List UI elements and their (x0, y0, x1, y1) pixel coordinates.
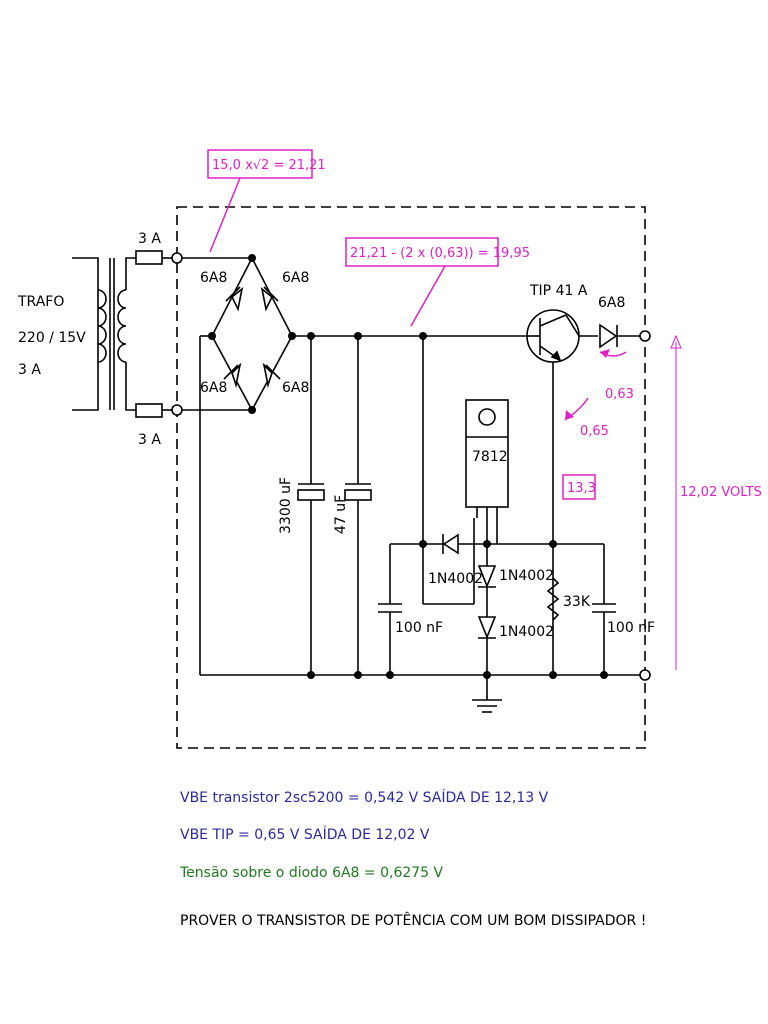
bridge-label-br: 6A8 (282, 380, 309, 396)
drop-065: 0,65 (580, 424, 609, 439)
bridge-rectifier (211, 257, 293, 411)
transistor-tip41a (526, 309, 580, 363)
regulator-label: 7812 (472, 449, 508, 465)
voltage-box-133 (562, 474, 596, 500)
formula-1: 15,0 x√2 = 21,21 (212, 158, 326, 173)
trafo-current: 3 A (18, 362, 41, 378)
capacitor-47uf (344, 336, 372, 675)
cap-3300-label: 3300 uF (278, 477, 294, 534)
cap-right-label: 100 nF (607, 620, 655, 636)
capacitor-3300uf (297, 336, 325, 675)
fuse-bottom-label: 3 A (138, 432, 161, 448)
diode-out-label: 6A8 (598, 295, 625, 311)
enclosure-box (176, 206, 646, 749)
trafo-rating: 220 / 15V (18, 330, 86, 346)
cap-47-label: 47 uF (333, 495, 349, 534)
fuse-top (135, 250, 163, 265)
transistor-label: TIP 41 A (529, 283, 588, 299)
fuse-top-label: 3 A (138, 231, 161, 247)
diode-3-label: 1N4002 (499, 624, 554, 640)
junction-dots (208, 254, 608, 679)
formula-box-2 (345, 237, 499, 267)
cap-left-label: 100 nF (395, 620, 443, 636)
trafo-title: TRAFO (17, 294, 64, 310)
note-vbe-tip: VBE TIP = 0,65 V SAÍDA DE 12,02 V (180, 827, 430, 843)
diode-2-label: 1N4002 (499, 568, 554, 584)
note-heatsink-warning: PROVER O TRANSISTOR DE POTÊNCIA COM UM B… (180, 913, 647, 929)
regulator-7812 (465, 399, 509, 518)
bridge-label-bl: 6A8 (200, 380, 227, 396)
drop-063: 0,63 (605, 387, 634, 402)
formula-2: 21,21 - (2 x (0,63)) = 19,95 (350, 246, 530, 261)
resistor-label: 33K (563, 594, 591, 610)
bridge-label-tl: 6A8 (200, 270, 227, 286)
fuse-bottom (135, 403, 163, 418)
voltage-133: 13,3 (567, 481, 596, 496)
note-diode-voltage: Tensão sobre o diodo 6A8 = 0,6275 V (180, 865, 444, 881)
bridge-label-tr: 6A8 (282, 270, 309, 286)
transformer (72, 257, 136, 411)
note-vbe-2sc5200: VBE transistor 2sc5200 = 0,542 V SAÍDA D… (180, 790, 549, 806)
formula-box-1 (207, 149, 313, 179)
output-voltage: 12,02 VOLTS (680, 485, 762, 500)
diode-1-label: 1N4002 (428, 571, 483, 587)
